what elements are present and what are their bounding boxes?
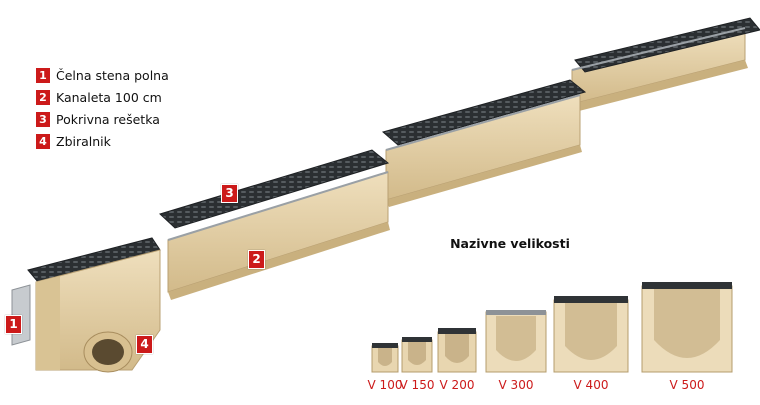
legend-badge: 1 [36, 67, 50, 83]
legend-item: 3 Pokrivna rešetka [36, 108, 169, 130]
legend-label: Čelna stena polna [56, 67, 169, 83]
marker-4: 4 [136, 335, 153, 354]
legend-item: 4 Zbiralnik [36, 130, 169, 152]
profile-v300 [485, 310, 547, 373]
marker-3: 3 [221, 184, 238, 203]
legend-label: Kanaleta 100 cm [56, 89, 162, 105]
legend-item: 1 Čelna stena polna [36, 64, 169, 86]
legend-badge: 2 [36, 89, 50, 105]
profile-v500 [641, 282, 733, 373]
legend-label: Pokrivna rešetka [56, 111, 160, 127]
legend-badge: 4 [36, 133, 50, 149]
legend-label: Zbiralnik [56, 133, 111, 149]
profile-v400 [553, 296, 629, 373]
profile-v150 [401, 337, 433, 373]
size-label-v200: V 200 [439, 378, 475, 392]
profile-v200 [437, 328, 477, 373]
channel-segment-2 [159, 149, 390, 300]
legend-item: 2 Kanaleta 100 cm [36, 86, 169, 108]
legend: 1 Čelna stena polna 2 Kanaleta 100 cm 3 … [36, 64, 169, 152]
channel-segment-3 [381, 79, 587, 207]
size-label-v100: V 100 [367, 378, 403, 392]
channel-segment-4 [571, 17, 760, 112]
size-label-v400: V 400 [573, 378, 609, 392]
size-profiles [371, 282, 733, 373]
sizes-title: Nazivne velikosti [450, 236, 570, 251]
size-label-v150: V 150 [399, 378, 435, 392]
profile-v100 [371, 343, 399, 373]
legend-badge: 3 [36, 111, 50, 127]
marker-1: 1 [5, 315, 22, 334]
size-label-v300: V 300 [498, 378, 534, 392]
size-label-v500: V 500 [669, 378, 705, 392]
marker-2: 2 [248, 250, 265, 269]
